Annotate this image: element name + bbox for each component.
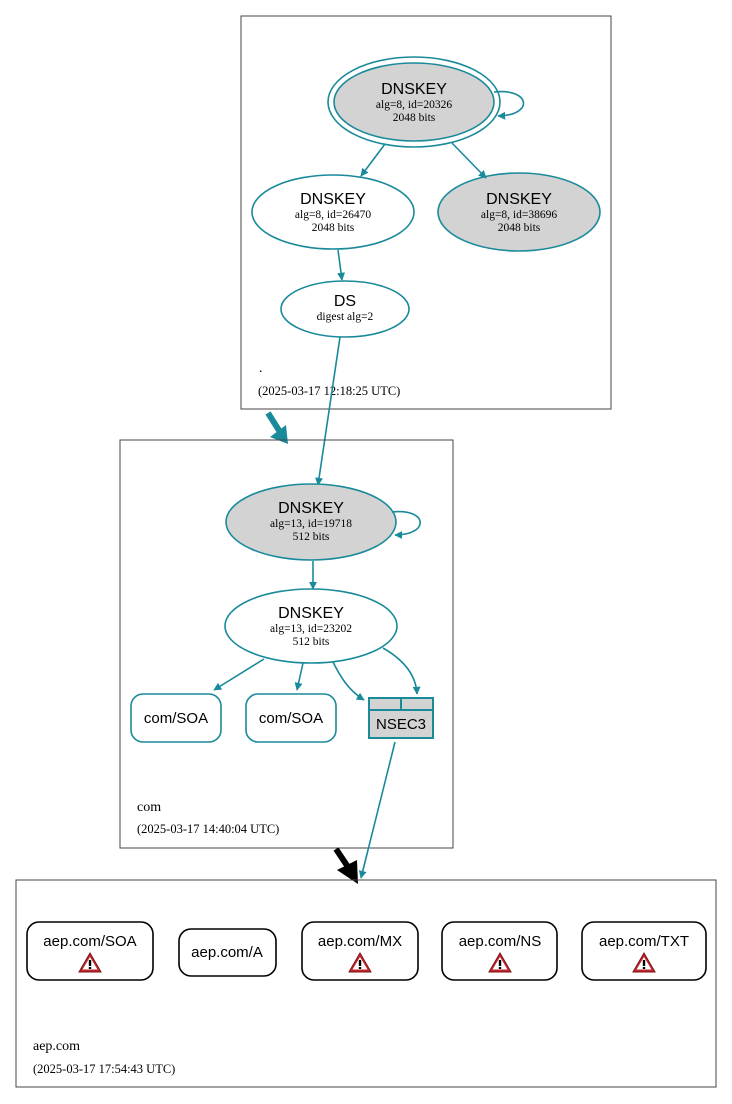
aep-mx-record[interactable]: aep.com/MX: [301, 921, 419, 981]
zone-aep-box: [15, 879, 717, 1088]
root-ds-digest: digest alg=2: [317, 311, 374, 323]
aep-ns-record[interactable]: aep.com/NS: [441, 921, 558, 981]
com-soa-record-2[interactable]: com/SOA: [245, 693, 337, 743]
edge-com-zsk-to-soa1: [213, 658, 265, 691]
com-ksk-title: DNSKEY: [278, 500, 344, 517]
aep-a-record[interactable]: aep.com/A: [178, 928, 277, 977]
zone-root-name: .: [259, 361, 263, 376]
root-standby-bits: 2048 bits: [498, 222, 541, 234]
root-ksk-dnskey[interactable]: DNSKEY alg=8, id=20326 2048 bits: [327, 56, 501, 148]
root-zsk-alg: alg=8, id=26470: [295, 209, 371, 221]
delegation-com-to-aep-insecure: [333, 847, 358, 884]
root-standby-title: DNSKEY: [486, 191, 552, 208]
root-ds-record[interactable]: DS digest alg=2: [280, 280, 410, 338]
root-ksk-title: DNSKEY: [381, 81, 447, 98]
root-ksk-bits: 2048 bits: [393, 112, 436, 124]
aep-soa-label: aep.com/SOA: [43, 933, 136, 950]
aep-txt-label: aep.com/TXT: [599, 933, 689, 950]
aep-txt-record[interactable]: aep.com/TXT: [581, 921, 707, 981]
edge-nsec3-to-aep: [358, 741, 396, 879]
zone-root: DNSKEY alg=8, id=20326 2048 bits DNSKEY …: [240, 15, 612, 410]
zone-aep-timestamp: (2025-03-17 17:54:43 UTC): [33, 1062, 175, 1076]
com-zsk-title: DNSKEY: [278, 605, 344, 622]
zone-com: DNSKEY alg=13, id=19718 512 bits DNSKEY …: [119, 439, 454, 849]
root-zsk-dnskey[interactable]: DNSKEY alg=8, id=26470 2048 bits: [251, 174, 415, 250]
com-ksk-alg: alg=13, id=19718: [270, 518, 352, 530]
com-nsec3-record[interactable]: NSEC3: [368, 697, 434, 739]
root-zsk-title: DNSKEY: [300, 191, 366, 208]
warning-icon: [78, 952, 102, 973]
zone-com-box: [119, 439, 454, 849]
zone-root-timestamp: (2025-03-17 12:18:25 UTC): [258, 384, 400, 398]
edge-root-ksk-to-standby: [451, 142, 487, 179]
com-zsk-dnskey[interactable]: DNSKEY alg=13, id=23202 512 bits: [224, 588, 398, 664]
edge-root-zsk-to-ds: [337, 249, 346, 281]
com-soa-record-1[interactable]: com/SOA: [130, 693, 222, 743]
com-soa-2-label: com/SOA: [259, 710, 323, 727]
delegation-root-to-com: [265, 411, 288, 444]
com-zsk-bits: 512 bits: [293, 636, 330, 648]
com-nsec3-label: NSEC3: [376, 716, 426, 733]
warning-icon: [348, 952, 372, 973]
warning-icon: [632, 952, 656, 973]
edge-com-zsk-to-nsec3-b: [382, 647, 421, 695]
root-standby-alg: alg=8, id=38696: [481, 209, 557, 221]
com-ksk-bits: 512 bits: [293, 531, 330, 543]
aep-ns-label: aep.com/NS: [459, 933, 542, 950]
com-ksk-self-edge: [391, 510, 421, 539]
aep-a-label: aep.com/A: [191, 944, 263, 961]
com-soa-1-label: com/SOA: [144, 710, 208, 727]
warning-icon: [488, 952, 512, 973]
edge-com-zsk-to-soa2: [294, 662, 304, 691]
zone-com-timestamp: (2025-03-17 14:40:04 UTC): [137, 822, 279, 836]
com-zsk-alg: alg=13, id=23202: [270, 623, 352, 635]
zone-aep-name: aep.com: [33, 1039, 80, 1054]
zone-aep: aep.com/SOA aep.com/A aep.com/MX: [15, 879, 717, 1088]
edge-com-zsk-to-nsec3-a: [332, 661, 365, 701]
root-zsk-bits: 2048 bits: [312, 222, 355, 234]
aep-mx-label: aep.com/MX: [318, 933, 402, 950]
root-ds-title: DS: [334, 293, 356, 310]
zone-com-name: com: [137, 800, 161, 815]
com-ksk-dnskey[interactable]: DNSKEY alg=13, id=19718 512 bits: [225, 483, 397, 561]
root-standby-dnskey[interactable]: DNSKEY alg=8, id=38696 2048 bits: [437, 172, 601, 252]
root-ksk-alg: alg=8, id=20326: [376, 99, 452, 111]
root-ksk-self-edge: [493, 90, 525, 120]
edge-root-ds-to-com-ksk: [315, 336, 341, 486]
aep-soa-record[interactable]: aep.com/SOA: [26, 921, 154, 981]
edge-root-ksk-to-zsk: [360, 143, 386, 177]
